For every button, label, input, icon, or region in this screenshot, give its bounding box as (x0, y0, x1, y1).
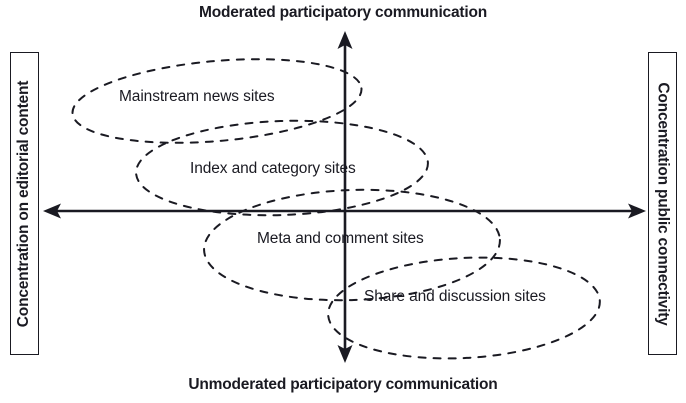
ellipse-mainstream-news-sites (71, 58, 363, 144)
vertical-axis (337, 31, 353, 363)
group-ellipses (71, 58, 601, 360)
axis-label-left-box: Concentration on editorial content (10, 52, 39, 355)
group-label-mainstream-news-sites: Mainstream news sites (119, 88, 275, 105)
ellipse-index-and-category-sites (135, 119, 429, 217)
group-label-index-and-category-sites: Index and category sites (190, 160, 356, 177)
arrow-up-icon (337, 31, 353, 49)
horizontal-axis (43, 203, 646, 219)
ellipse-share-and-discussion-sites (327, 256, 601, 360)
axis-label-left: Concentration on editorial content (15, 80, 33, 327)
group-label-meta-and-comment-sites: Meta and comment sites (257, 230, 424, 247)
axis-label-bottom: Unmoderated participatory communication (188, 376, 498, 393)
axis-label-right-box: Concentration public connectivity (648, 52, 677, 355)
ellipse-meta-and-comment-sites (203, 188, 501, 302)
axis-label-right: Concentration public connectivity (654, 81, 672, 326)
arrow-left-icon (43, 203, 61, 219)
arrow-down-icon (337, 345, 353, 363)
group-label-share-and-discussion-sites: Share and discussion sites (364, 288, 546, 305)
arrow-right-icon (628, 203, 646, 219)
axis-label-top: Moderated participatory communication (198, 4, 487, 21)
